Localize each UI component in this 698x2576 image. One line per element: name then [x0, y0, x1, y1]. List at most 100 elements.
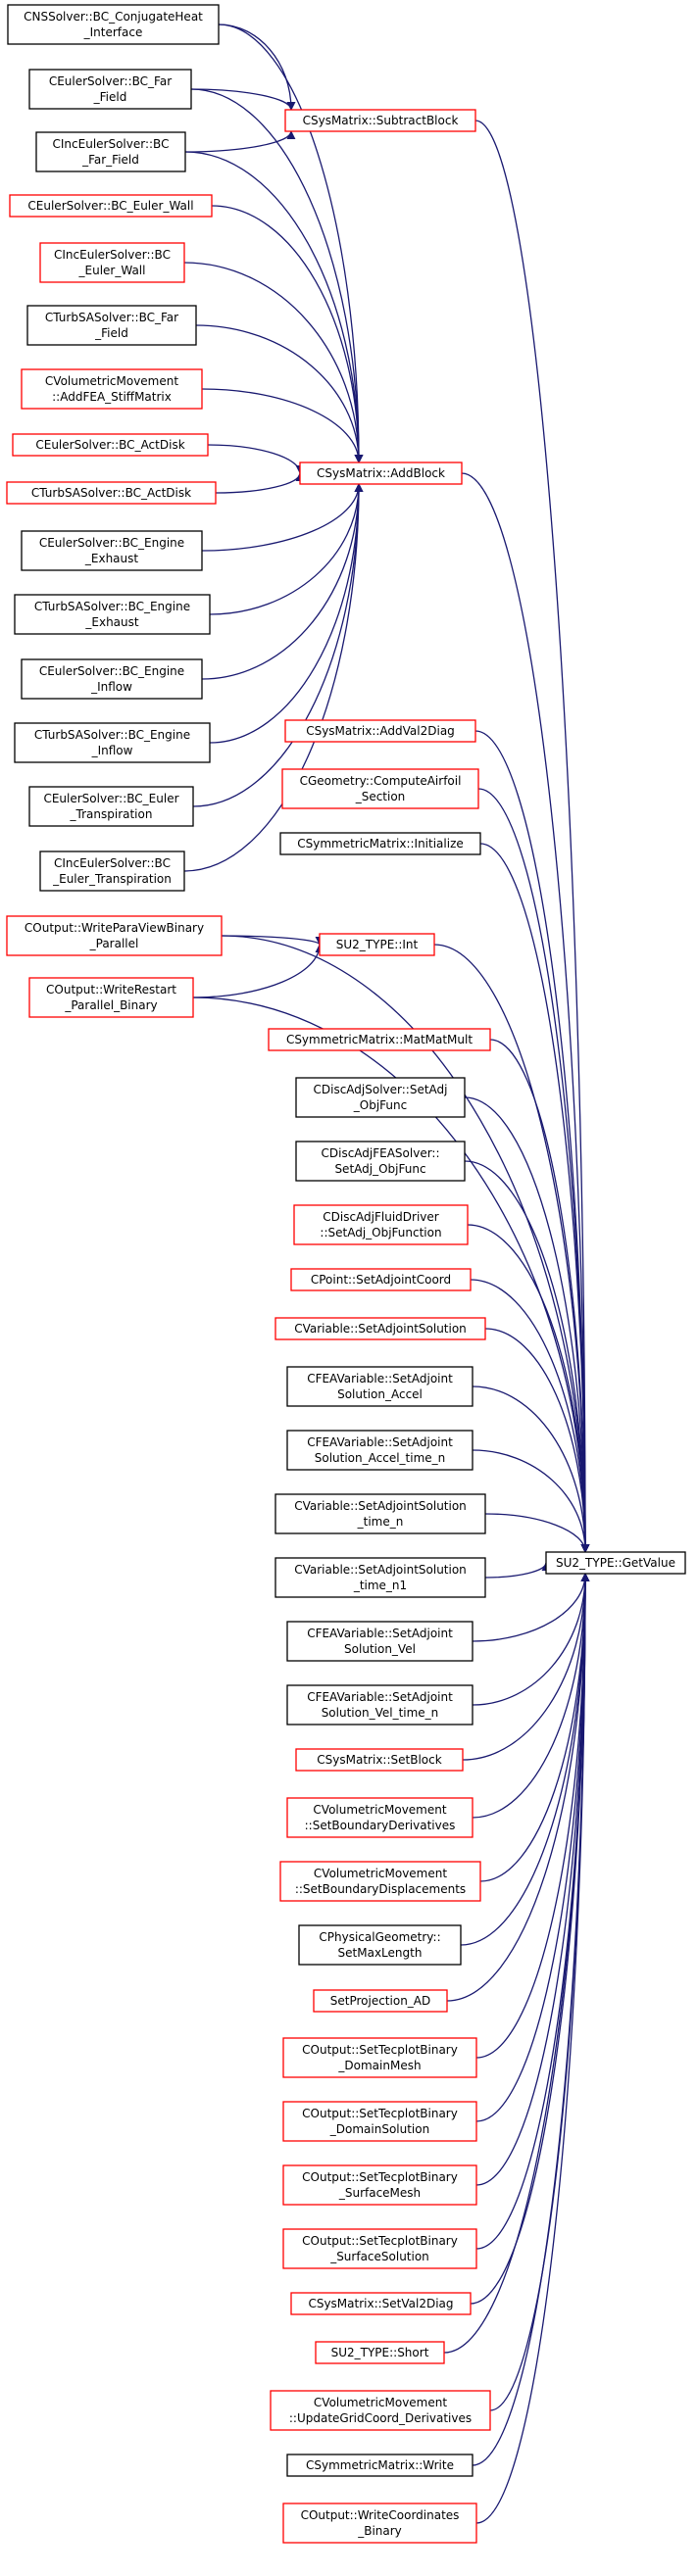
node-coutput-tec-smesh[interactable]: COutput::SetTecplotBinary_SurfaceMesh: [282, 2164, 477, 2206]
edge-ceuler-eng-exh-to-csys-addblock: [201, 483, 364, 552]
node-label: CFEAVariable::SetAdjoint: [307, 1627, 453, 1640]
edge-cfea-setadj-vel-n-to-getvalue: [472, 1573, 590, 1706]
node-label: _Exhaust: [84, 552, 139, 565]
node-box: [28, 977, 194, 1018]
node-cinceuler-bc-far[interactable]: CIncEulerSolver::BC_Far_Field: [35, 131, 186, 172]
node-coutput-paraview[interactable]: COutput::WriteParaViewBinary_Parallel: [6, 915, 223, 956]
node-label: CFEAVariable::SetAdjoint: [307, 1690, 453, 1704]
node-cgeom-airfoil[interactable]: CGeometry::ComputeAirfoil_Section: [281, 768, 479, 809]
node-cdiscadjfluid-setadj[interactable]: CDiscAdjFluidDriver::SetAdj_ObjFunction: [293, 1204, 469, 1245]
node-cvar-setadj-n1[interactable]: CVariable::SetAdjointSolution_time_n1: [274, 1557, 486, 1598]
node-setprojection-ad[interactable]: SetProjection_AD: [313, 1989, 448, 2013]
node-label: CIncEulerSolver::BC: [54, 248, 171, 262]
node-csys-addval2diag[interactable]: CSysMatrix::AddVal2Diag: [284, 719, 476, 743]
node-box: [270, 2390, 491, 2431]
node-csym-init[interactable]: CSymmetricMatrix::Initialize: [279, 832, 481, 855]
node-cpoint-setadjcoord[interactable]: CPoint::SetAdjointCoord: [290, 1268, 472, 1291]
node-box: [293, 1204, 469, 1245]
node-label: CPoint::SetAdjointCoord: [311, 1273, 451, 1287]
node-label: _Interface: [83, 25, 143, 39]
node-cdiscadjfea-setadj[interactable]: CDiscAdjFEASolver::SetAdj_ObjFunc: [295, 1141, 466, 1182]
node-label: CTurbSASolver::BC_Far: [45, 311, 178, 324]
node-box: [274, 1493, 486, 1534]
node-csys-setblock[interactable]: CSysMatrix::SetBlock: [295, 1748, 464, 1772]
node-box: [26, 305, 197, 346]
edge-cturb-eng-exh-to-csys-addblock: [209, 483, 364, 615]
node-cinceuler-transp[interactable]: CIncEulerSolver::BC_Euler_Transpiration: [39, 851, 185, 892]
node-box: [313, 1989, 448, 2013]
node-csys-addblock[interactable]: CSysMatrix::AddBlock: [299, 462, 463, 485]
node-cfea-setadj-accel[interactable]: CFEAVariable::SetAdjointSolution_Accel: [286, 1366, 474, 1407]
node-box: [39, 242, 185, 283]
node-cvolmov-setbndderiv[interactable]: CVolumetricMovement::SetBoundaryDerivati…: [286, 1797, 474, 1838]
edge-cns-bc-conj-to-csys-addblock: [218, 24, 364, 463]
node-box: [282, 2503, 477, 2544]
node-cturb-bc-far[interactable]: CTurbSASolver::BC_Far_Field: [26, 305, 197, 346]
edge-ceuler-actdisk-to-csys-addblock: [207, 444, 305, 474]
node-ceuler-eng-exh[interactable]: CEulerSolver::BC_Engine_Exhaust: [21, 530, 203, 571]
node-label: _Far_Field: [81, 153, 139, 167]
node-csym-write[interactable]: CSymmetricMatrix::Write: [286, 2454, 474, 2477]
node-label: COutput::WriteCoordinates: [301, 2508, 460, 2522]
node-coutput-tec-dmesh[interactable]: COutput::SetTecplotBinary_DomainMesh: [282, 2037, 477, 2078]
edge-csys-subtract-to-getvalue: [474, 120, 590, 1553]
node-ceuler-eng-in[interactable]: CEulerSolver::BC_Engine_Inflow: [21, 658, 203, 700]
node-cinceuler-bc-wall[interactable]: CIncEulerSolver::BC_Euler_Wall: [39, 242, 185, 283]
node-box: [274, 1317, 486, 1340]
node-cphys-setmaxlen[interactable]: CPhysicalGeometry::SetMaxLength: [298, 1924, 462, 1966]
edge-ceuler-transp-to-csys-addblock: [192, 483, 364, 807]
node-label: CDiscAdjFEASolver::: [321, 1146, 439, 1160]
node-coutput-tec-dsol[interactable]: COutput::SetTecplotBinary_DomainSolution: [282, 2101, 477, 2142]
node-su2-short[interactable]: SU2_TYPE::Short: [315, 2341, 445, 2364]
node-cturb-eng-exh[interactable]: CTurbSASolver::BC_Engine_Exhaust: [14, 594, 211, 635]
edge-su2-short-to-getvalue: [443, 1573, 590, 2354]
node-cvolmov-updgrid[interactable]: CVolumetricMovement::UpdateGridCoord_Der…: [270, 2390, 491, 2431]
edge-csym-write-to-getvalue: [472, 1573, 590, 2466]
node-box: [281, 768, 479, 809]
node-csys-subtract[interactable]: CSysMatrix::SubtractBlock: [284, 109, 476, 132]
node-box: [21, 368, 203, 410]
node-cfea-setadj-accel-n[interactable]: CFEAVariable::SetAdjointSolution_Accel_t…: [286, 1430, 474, 1471]
node-cdiscadj-setadj[interactable]: CDiscAdjSolver::SetAdj_ObjFunc: [295, 1077, 466, 1118]
edge-ceuler-bc-wall-to-csys-addblock: [211, 205, 364, 463]
node-cvolmov-addfea[interactable]: CVolumetricMovement::AddFEA_StiffMatrix: [21, 368, 203, 410]
node-cfea-setadj-vel[interactable]: CFEAVariable::SetAdjointSolution_Vel: [286, 1621, 474, 1662]
node-label: CVolumetricMovement: [313, 1803, 446, 1817]
node-box: [279, 832, 481, 855]
node-cvolmov-setbnddisp[interactable]: CVolumetricMovement::SetBoundaryDisplace…: [279, 1861, 481, 1902]
edge-csym-init-to-getvalue: [479, 843, 590, 1553]
node-csys-setval2diag[interactable]: CSysMatrix::SetVal2Diag: [290, 2292, 472, 2315]
edge-cvolmov-setbnddisp-to-getvalue: [479, 1573, 590, 1882]
node-coutput-writecoords[interactable]: COutput::WriteCoordinates_Binary: [282, 2503, 477, 2544]
node-cvar-setadj-n[interactable]: CVariable::SetAdjointSolution_time_n: [274, 1493, 486, 1534]
node-box: [286, 1430, 474, 1471]
node-cns-bc-conj[interactable]: CNSSolver::BC_ConjugateHeat_Interface: [7, 4, 220, 45]
node-label: _Euler_Wall: [78, 264, 146, 277]
node-box: [282, 2228, 477, 2269]
node-box: [6, 915, 223, 956]
node-su2-int[interactable]: SU2_TYPE::Int: [319, 933, 435, 956]
node-ceuler-transp[interactable]: CEulerSolver::BC_Euler_Transpiration: [28, 786, 194, 827]
node-coutput-tec-ssol[interactable]: COutput::SetTecplotBinary_SurfaceSolutio…: [282, 2228, 477, 2269]
node-csym-matmat[interactable]: CSymmetricMatrix::MatMatMult: [268, 1028, 491, 1051]
node-cfea-setadj-vel-n[interactable]: CFEAVariable::SetAdjointSolution_Vel_tim…: [286, 1684, 474, 1725]
node-ceuler-actdisk[interactable]: CEulerSolver::BC_ActDisk: [12, 433, 209, 457]
node-label: CTurbSASolver::BC_ActDisk: [31, 486, 191, 500]
node-coutput-restart[interactable]: COutput::WriteRestart_Parallel_Binary: [28, 977, 194, 1018]
node-cturb-actdisk[interactable]: CTurbSASolver::BC_ActDisk: [6, 481, 217, 505]
node-label: _Inflow: [90, 680, 132, 694]
edge-csys-addblock-to-getvalue: [461, 472, 590, 1553]
edge-cfea-setadj-accel-n-to-getvalue: [472, 1449, 590, 1553]
edge-setprojection-ad-to-getvalue: [446, 1573, 590, 2002]
node-label: CPhysicalGeometry::: [319, 1930, 440, 1944]
node-label: CSysMatrix::SetBlock: [317, 1753, 441, 1767]
node-getvalue[interactable]: SU2_TYPE::GetValue: [545, 1551, 686, 1575]
node-ceuler-bc-wall[interactable]: CEulerSolver::BC_Euler_Wall: [9, 194, 213, 218]
node-cturb-eng-in[interactable]: CTurbSASolver::BC_Engine_Inflow: [14, 722, 211, 763]
node-cvar-setadjsol[interactable]: CVariable::SetAdjointSolution: [274, 1317, 486, 1340]
node-label: CNSSolver::BC_ConjugateHeat: [24, 10, 203, 24]
edge-cdiscadj-setadj-to-getvalue: [464, 1096, 590, 1553]
node-label: CTurbSASolver::BC_Engine: [34, 600, 190, 613]
edge-coutput-tec-dmesh-to-getvalue: [475, 1573, 590, 2059]
node-ceuler-bc-far[interactable]: CEulerSolver::BC_Far_Field: [28, 69, 192, 110]
